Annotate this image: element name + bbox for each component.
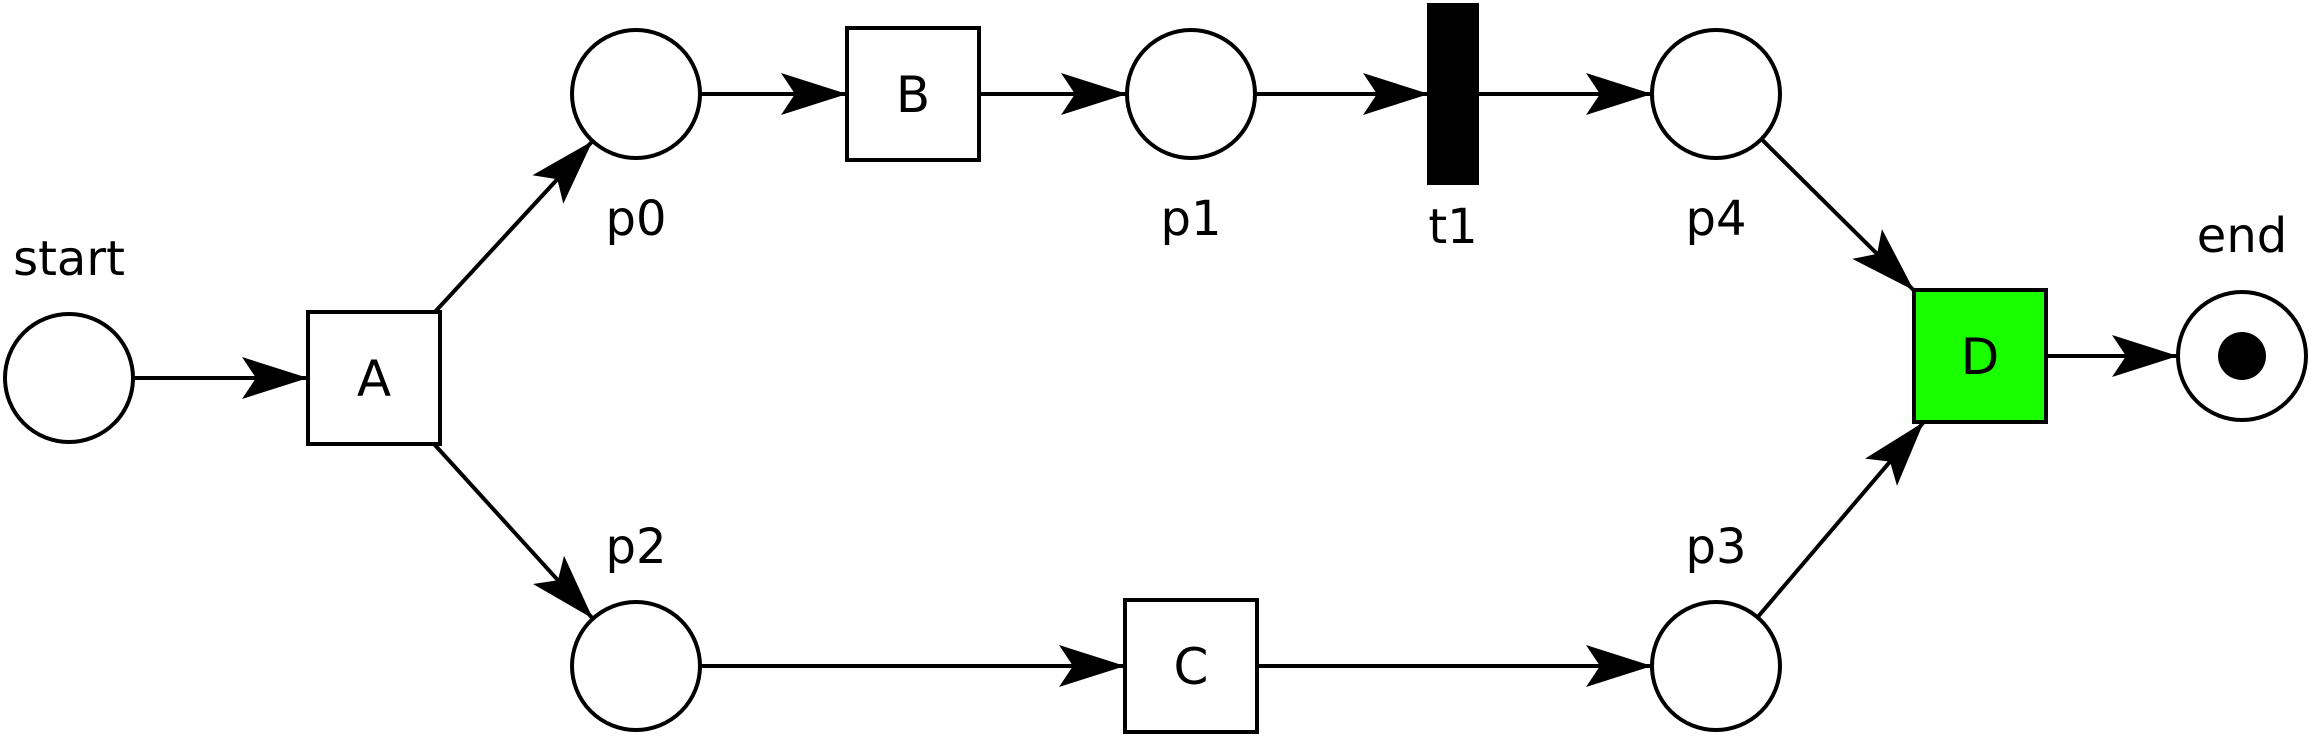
transition-box (1123, 598, 1259, 734)
place-circle (570, 28, 702, 160)
arc-p4-to-D (1760, 137, 1916, 292)
transition-label: B (896, 66, 930, 124)
place-circle (1125, 28, 1257, 160)
silent-transition-bar (1427, 3, 1479, 185)
transition-A[interactable]: A (306, 310, 442, 446)
transition-label: A (357, 350, 391, 408)
place-end[interactable]: end (2176, 208, 2308, 422)
transition-D[interactable]: D (1912, 288, 2048, 424)
transition-label: C (1174, 638, 1209, 696)
place-label: p3 (1685, 519, 1746, 575)
arcs-layer (133, 73, 2178, 687)
transition-t1[interactable]: t1 (1427, 3, 1479, 255)
token-dot (2218, 332, 2266, 380)
place-start[interactable]: start (3, 231, 135, 444)
transition-label: t1 (1428, 199, 1477, 255)
place-p0[interactable]: p0 (570, 28, 702, 247)
place-p4[interactable]: p4 (1650, 28, 1782, 247)
place-label: start (13, 231, 125, 287)
place-label: p1 (1160, 191, 1221, 247)
place-p1[interactable]: p1 (1125, 28, 1257, 247)
arc-p3-to-D (1755, 420, 1926, 619)
place-circle (3, 312, 135, 444)
arc-A-to-p2 (432, 442, 595, 621)
transition-B[interactable]: B (845, 26, 981, 162)
place-label: p2 (605, 519, 666, 575)
place-circle (1650, 28, 1782, 160)
transition-label: D (1961, 328, 2000, 386)
place-p2[interactable]: p2 (570, 519, 702, 732)
transition-C[interactable]: C (1123, 598, 1259, 734)
transition-box (1912, 288, 2048, 424)
place-p3[interactable]: p3 (1650, 519, 1782, 732)
place-label: p4 (1685, 191, 1746, 247)
place-circle (570, 600, 702, 732)
place-circle (1650, 600, 1782, 732)
transition-box (845, 26, 981, 162)
transition-box (306, 310, 442, 446)
place-label: end (2197, 208, 2287, 264)
arc-A-to-p0 (433, 139, 595, 314)
place-label: p0 (605, 191, 666, 247)
